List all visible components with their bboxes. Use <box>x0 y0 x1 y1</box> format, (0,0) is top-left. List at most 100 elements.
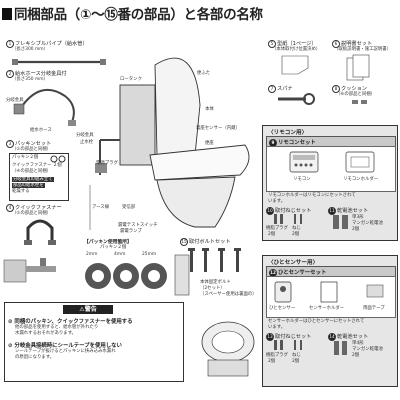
part-9-text: リモコンセット <box>278 140 316 146</box>
remote-holder-label: リモコンホルダー <box>343 177 379 182</box>
part-2-number: 2 <box>6 70 14 78</box>
part-13-text: 取付ねじセット <box>275 334 312 340</box>
part-13-l2: 2個 <box>268 359 276 364</box>
label-earth-wire: アース線 <box>92 205 110 210</box>
part-6-text: 説明書セット <box>341 41 373 47</box>
no-icon-1: ⊘ <box>8 319 13 325</box>
sensor-icon <box>274 281 292 303</box>
sensor-label: ひとセンサー <box>269 306 296 311</box>
size-25mm: 25mm <box>142 252 157 257</box>
part-2-text: 給水ホース分岐金具付 <box>15 71 67 77</box>
part-11-l1: 単3形 <box>352 215 364 220</box>
part-11-l3: 2個 <box>352 227 360 232</box>
label-seat: 便座 <box>205 141 214 146</box>
part-14-l2: マンガン乾電池 <box>352 347 383 352</box>
label-packing-use: 【パッキン使用箇所】 <box>84 240 132 245</box>
screw-set-icon <box>274 214 302 224</box>
battery-aaa-icon <box>334 341 347 355</box>
tape-label: 両面テープ <box>363 306 385 311</box>
quick-fastener-icon <box>24 219 56 245</box>
page-title: 同梱部品（①～⑮番の部品）と各部の名称 <box>2 3 263 23</box>
part-15-text: 取付ボルトセット <box>189 239 231 245</box>
part-8-number: 8 <box>332 85 340 93</box>
battery-aa-icon <box>333 215 348 229</box>
bolt-set-icon <box>188 248 241 272</box>
remote-icon <box>289 151 319 173</box>
part-1-sub: （長さ300 mm） <box>12 47 48 52</box>
part-10-l3: ねじ <box>292 226 301 231</box>
label-power-plug: 電源プラグ <box>96 161 118 166</box>
part-8-text: クッション <box>341 86 367 92</box>
part-14-text: 乾電池セット <box>337 334 369 340</box>
remote-illustration-area: リモコン リモコンホルダー <box>266 146 396 192</box>
part-2-sub: （長さ350 mm） <box>12 77 48 82</box>
part-1-text: フレキシブルパイプ（給水管） <box>15 41 88 47</box>
part-4-number: 4 <box>6 204 14 212</box>
packing-rings-area: 2mm 4mm 25mm <box>84 252 169 297</box>
part-3-number: 3 <box>6 140 14 148</box>
warning-h1: ⊘ 同梱のパッキン、クイックファスナーを使用する <box>8 317 133 325</box>
remote-label: リモコン <box>293 177 311 182</box>
part-14-l3: 2個 <box>352 353 360 358</box>
template-icon <box>281 55 309 75</box>
label-leak-lamp: 漏電ランプ <box>120 229 142 234</box>
faucet-icon <box>3 258 56 283</box>
part-3-sub: （②の部品と同梱） <box>12 147 52 152</box>
label-body-bolts: 本体固定ボルト <box>200 280 231 285</box>
part-14-l1: 単4形 <box>352 341 364 346</box>
part-7-text: スパナ <box>277 86 293 92</box>
toilet-diagram <box>89 57 250 230</box>
wrench-icon <box>278 93 315 105</box>
part-13-l4: 2個 <box>292 359 300 364</box>
sensor-desc-2: います。 <box>268 325 286 330</box>
warning-b2b: の原因になります。 <box>15 355 55 360</box>
part-15-number: 15 <box>180 238 188 246</box>
part-14-number: 14 <box>328 333 336 341</box>
sensor-desc-1: センサーホルダーはひとセンサーにセットされて <box>268 319 365 324</box>
sensor-holder-icon <box>320 281 338 303</box>
sensor-section-header: 〈ひとセンサー用〉 <box>268 260 319 266</box>
water-hose-icon <box>13 88 76 126</box>
label-body: 本体 <box>205 107 214 112</box>
label-stop-valve: 止水栓 <box>80 140 94 145</box>
part-3-line6: 乾燥する <box>12 189 30 194</box>
warning-h2-text: 分岐金具接続時にシールテープを使用しない <box>14 343 122 349</box>
part-5-number: 5 <box>268 40 276 48</box>
no-icon-2: ⊘ <box>8 343 13 349</box>
screw-set-2-icon <box>274 340 302 350</box>
sensor-holder-label: センサーホルダー <box>309 306 345 311</box>
part-10-l2: 2個 <box>268 232 276 237</box>
tank-corner-icon <box>174 254 190 296</box>
title-square-icon <box>2 8 12 20</box>
part-3-box: パッキン２個 クイックファスナー ２個 （④の部品と同梱） 分岐金具の組み立て … <box>9 153 69 201</box>
sensor-illustration-area: ひとセンサー センサーホルダー 両面テープ <box>266 276 396 318</box>
part-11-l2: マンガン乾電池 <box>352 221 383 226</box>
part-10-l1: 樹脂プラグ <box>266 226 288 231</box>
part-5-sub: （本体取付け位置決め） <box>272 47 321 52</box>
part-5-text: 型紙（1ページ） <box>277 41 317 47</box>
flexible-pipe-icon <box>12 59 106 65</box>
remote-section-header: 〈リモコン用〉 <box>268 130 308 136</box>
part-3-line3: （④の部品と同梱） <box>12 169 52 174</box>
label-low-tank: ロータンク <box>120 77 142 82</box>
warning-h2: ⊘ 分岐金具接続時にシールテープを使用しない <box>8 341 122 349</box>
warning-b1a: 他の部品を使用すると、給水管が外れたり <box>15 325 99 330</box>
part-3-text: パッキンセット <box>15 141 52 147</box>
part-6-number: 6 <box>332 40 340 48</box>
size-4mm: 4mm <box>114 252 126 257</box>
part-1-number: 1 <box>6 40 14 48</box>
toilet-top-view-icon <box>201 321 255 377</box>
remote-desc-1: リモコンホルダーはリモコンにセットされて <box>268 193 356 198</box>
part-3-line2: クイックファスナー ２個 <box>12 163 62 168</box>
part-2-hose-label: 給水ホース <box>30 128 52 133</box>
part-10-number: 10 <box>266 207 274 215</box>
